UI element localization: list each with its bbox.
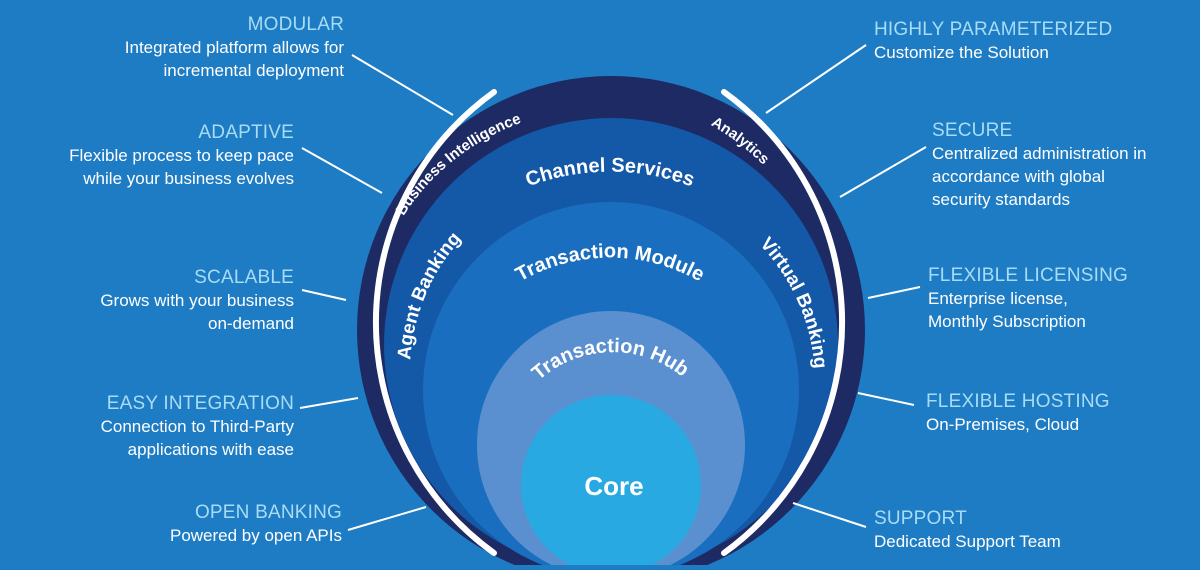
feature-adaptive: ADAPTIVE Flexible process to keep pace w… [69, 122, 294, 190]
feature-support: SUPPORT Dedicated Support Team [874, 508, 1061, 553]
feature-easy-integration: EASY INTEGRATION Connection to Third-Par… [101, 393, 294, 461]
feature-open-banking: OPEN BANKING Powered by open APIs [170, 502, 342, 547]
feature-desc-line: Enterprise license, [928, 289, 1068, 308]
connector-flexible-licensing [867, 286, 921, 299]
connector-highly-parameterized [765, 44, 867, 114]
feature-desc-line: Connection to Third-Party [100, 417, 294, 436]
connector-modular [351, 54, 454, 116]
feature-desc-line: Monthly Subscription [928, 312, 1086, 331]
feature-desc-line: On-Premises, Cloud [926, 415, 1080, 434]
connector-open-banking [347, 506, 427, 531]
left-bracket-arc [372, 89, 497, 556]
feature-desc-line: Flexible process to keep pace [69, 146, 294, 165]
feature-title: ADAPTIVE [198, 122, 294, 143]
connector-easy-integration [299, 397, 359, 409]
connector-support [792, 502, 867, 528]
feature-desc-line: Powered by open APIs [169, 526, 342, 545]
feature-scalable: SCALABLE Grows with your business on-dem… [100, 267, 294, 335]
feature-desc-line: applications with ease [127, 440, 294, 459]
feature-desc-line: Integrated platform allows for [124, 38, 344, 57]
feature-desc-line: on-demand [207, 314, 294, 333]
connector-adaptive [301, 147, 383, 194]
feature-flexible-licensing: FLEXIBLE LICENSING Enterprise license, M… [928, 265, 1128, 333]
feature-title: EASY INTEGRATION [106, 393, 294, 414]
feature-title: HIGHLY PARAMETERIZED [874, 19, 1113, 40]
feature-title: SECURE [932, 120, 1013, 141]
feature-modular: MODULAR Integrated platform allows for i… [125, 14, 344, 82]
feature-desc-line: Grows with your business [100, 291, 294, 310]
feature-flexible-hosting: FLEXIBLE HOSTING On-Premises, Cloud [926, 391, 1110, 436]
connector-flexible-hosting [857, 392, 915, 406]
right-bracket-arc [721, 89, 846, 556]
feature-desc-line: Centralized administration in [932, 144, 1147, 163]
feature-title: SUPPORT [874, 508, 967, 529]
feature-desc-line: incremental deployment [163, 61, 344, 80]
feature-desc-line: accordance with global [932, 167, 1105, 186]
feature-desc-line: Customize the Solution [874, 43, 1049, 62]
feature-highly-parameterized: HIGHLY PARAMETERIZED Customize the Solut… [874, 19, 1112, 64]
connector-scalable [301, 289, 347, 301]
feature-secure: SECURE Centralized administration in acc… [932, 120, 1147, 211]
feature-title: FLEXIBLE LICENSING [928, 265, 1129, 286]
feature-title: OPEN BANKING [194, 502, 342, 523]
feature-title: FLEXIBLE HOSTING [926, 391, 1110, 412]
feature-desc-line: while your business evolves [83, 169, 294, 188]
feature-title: MODULAR [247, 14, 344, 35]
connector-secure [839, 146, 927, 198]
feature-title: SCALABLE [194, 267, 294, 288]
label-core: Core [584, 471, 643, 501]
core-circle [521, 395, 701, 565]
feature-desc-line: Dedicated Support Team [874, 532, 1061, 551]
feature-desc-line: security standards [932, 190, 1070, 209]
